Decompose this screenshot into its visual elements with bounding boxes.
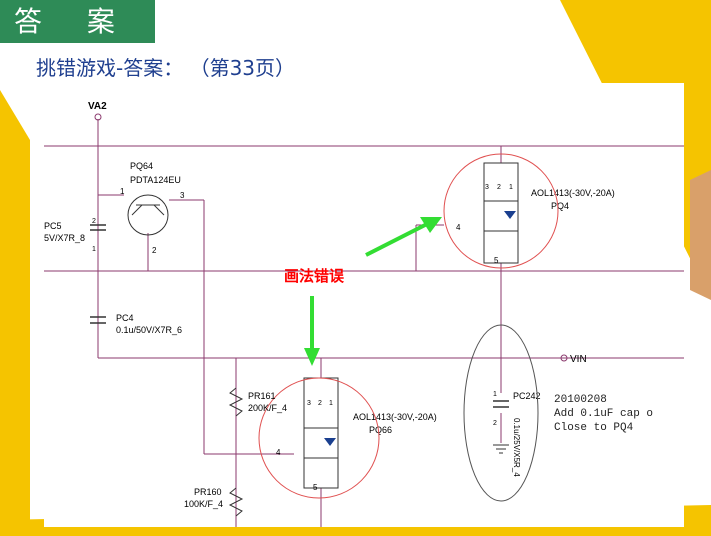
pr161-value: 200K/F_4 — [248, 403, 287, 413]
pq66-ref: PQ66 — [369, 425, 392, 435]
pq66-pin2: 2 — [318, 400, 322, 407]
pc242-highlight-ellipse — [463, 324, 539, 502]
pq4-pin2: 2 — [497, 184, 501, 191]
pq4-gate-pin: 4 — [456, 223, 461, 232]
pq64-part: PDTA124EU — [130, 175, 181, 185]
va2-terminal — [94, 113, 102, 121]
vin-terminal — [560, 354, 568, 362]
pq64-pin2: 2 — [152, 246, 157, 255]
deco-wood-edge — [690, 170, 711, 300]
pq66-part: AOL1413(-30V,-20A) — [353, 412, 437, 422]
note-line-2: Add 0.1uF cap o — [554, 408, 653, 420]
pr160-value: 100K/F_4 — [184, 499, 223, 509]
pq66-core — [303, 427, 339, 459]
pq4-pin1: 1 — [509, 184, 513, 191]
pq4-part: AOL1413(-30V,-20A) — [531, 188, 615, 198]
vin-label: VIN — [570, 354, 587, 365]
page-subtitle: 挑错游戏-答案： （第33页） — [36, 56, 296, 80]
pc242-value: 0.1u/25V/X5R_4 — [512, 418, 521, 477]
pq64-emitter — [131, 204, 143, 216]
arrow-to-pq4-shaft — [365, 221, 430, 257]
pq66-highlight-circle — [258, 377, 380, 499]
pc4-value: 0.1u/50V/X7R_6 — [116, 325, 182, 335]
pq66-diode — [324, 438, 336, 446]
page-title: 答 案 — [0, 0, 155, 43]
pq4-pin3: 3 — [485, 184, 489, 191]
pq66-body — [303, 377, 339, 489]
pq4-diode — [504, 211, 516, 219]
pq66-pin1: 1 — [329, 400, 333, 407]
error-annotation: 画法错误 — [284, 267, 345, 285]
pq4-highlight-circle — [443, 153, 559, 269]
pq66-drain-pin: 5 — [313, 483, 318, 492]
pq66-gate-pin: 4 — [276, 448, 281, 457]
pq64-pin3: 3 — [180, 191, 185, 200]
pr161-ref: PR161 — [248, 391, 276, 401]
pr160-ref: PR160 — [194, 487, 222, 497]
pr161-symbol — [228, 387, 244, 417]
pc5-ref: PC5 — [44, 221, 62, 231]
arrow-to-pq4-head — [420, 217, 442, 233]
pc5-pin2: 2 — [92, 218, 96, 225]
pq64-pin1: 1 — [120, 187, 125, 196]
pr160-symbol — [228, 487, 244, 517]
pc5-pin1: 1 — [92, 246, 96, 253]
arrow-to-pq66-head — [304, 348, 320, 366]
pq64-ref: PQ64 — [130, 161, 153, 171]
pc242-pin2: 2 — [493, 420, 497, 427]
pc242-ref: PC242 — [513, 391, 541, 401]
schematic-panel: VA2 VIN PQ64 PDTA124EU 1 2 3 PC5 5V/X7R_… — [44, 83, 684, 527]
pq66-pin3: 3 — [307, 400, 311, 407]
pq4-core — [483, 200, 519, 232]
pq4-ref: PQ4 — [551, 201, 569, 211]
schematic-diagram: VA2 VIN PQ64 PDTA124EU 1 2 3 PC5 5V/X7R_… — [44, 101, 684, 527]
pc5-value: 5V/X7R_8 — [44, 233, 85, 243]
note-line-1: 20100208 — [554, 394, 607, 406]
pc4-ref: PC4 — [116, 313, 134, 323]
note-line-3: Close to PQ4 — [554, 422, 634, 434]
va2-label: VA2 — [88, 101, 107, 112]
pc242-pin1: 1 — [493, 391, 497, 398]
pq64-collector — [153, 204, 165, 216]
deco-yellow-left — [0, 90, 30, 520]
deco-yellow-top — [375, 0, 711, 300]
pq64-symbol — [127, 194, 169, 236]
pq4-drain-pin: 5 — [494, 256, 499, 265]
